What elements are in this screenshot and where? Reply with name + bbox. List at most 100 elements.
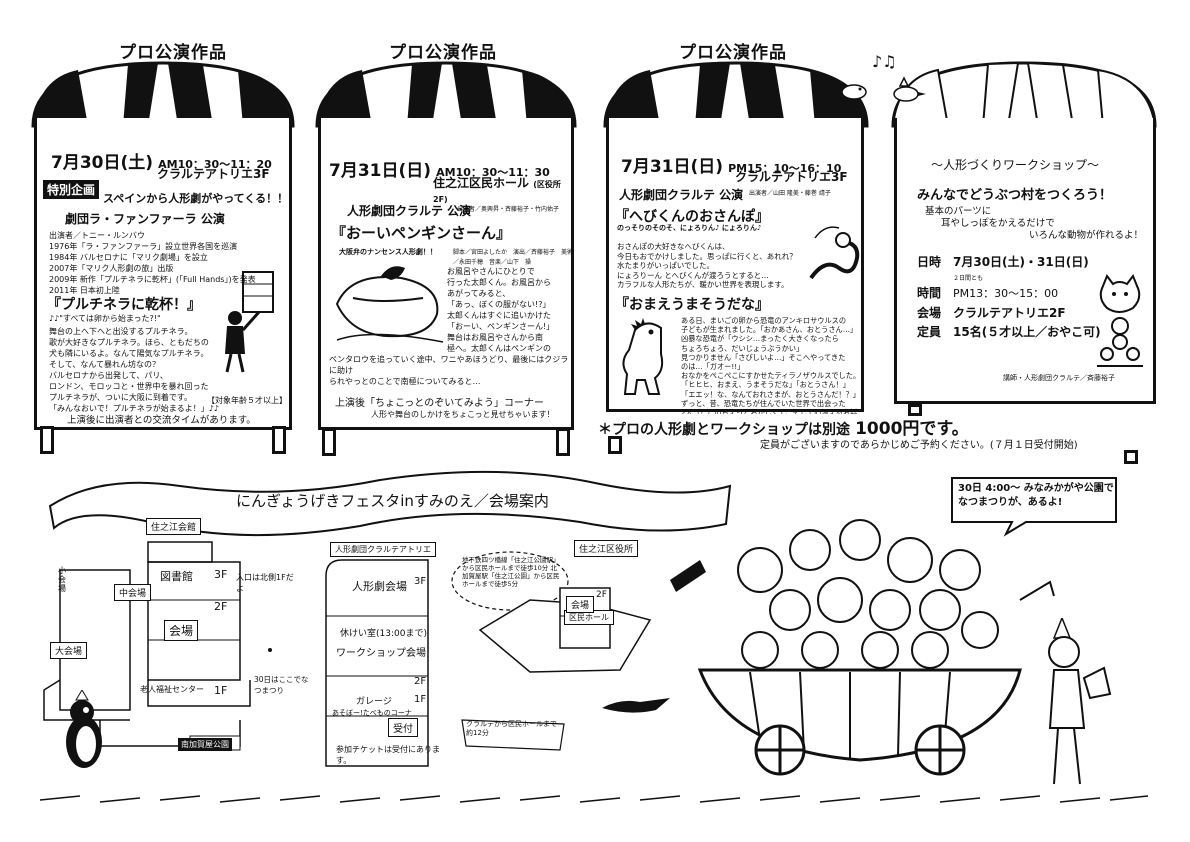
label-garage: ガレージ: [356, 697, 392, 707]
post: [272, 426, 286, 454]
bird-icon: [836, 84, 867, 100]
event-date: 7月31日(日): [621, 157, 724, 177]
credits: 脚本／宮田よしたか 演出／斉藤裕子 美術／永田千穂 音楽／山下 操: [453, 249, 574, 266]
synopsis-line: 「おーい、ペンギンさーん!」: [447, 322, 555, 331]
synopsis: お風呂やさんにひとりで 行った太郎くん。お風呂から あがってみると、 「あっ、ぼ…: [329, 266, 573, 387]
section-title-1: プロ公演作品: [119, 43, 227, 63]
label-hall: 会場: [164, 620, 199, 641]
tagline: スペインから人形劇がやってくる！！: [103, 192, 289, 205]
clarte-atelier-map: [325, 559, 429, 767]
history-line: 2007年「マリク人形劇の旅」出版: [49, 264, 174, 273]
post: [908, 404, 922, 416]
info-value: 7月30日(土)・31日(日): [953, 255, 1089, 269]
company-name: 人形劇団クラルテ 公演: [619, 188, 744, 202]
show-text-1: おさんぽの大好きなへびくんは、 今日もおでかけしました。思っぱに行くと、あれれ？…: [617, 242, 807, 290]
info-value: 15名(５才以上／おやこ可): [953, 325, 1101, 339]
music-note-icon: ♪♫: [872, 52, 897, 71]
label-mid-park: 30日はここでなつまつり: [254, 675, 309, 695]
crocodile-icon: [602, 698, 670, 713]
label-2f-c: 2F: [596, 590, 607, 600]
workshop-title: みんなでどうぶつ村をつくろう！: [917, 188, 1113, 203]
synopsis-line: 舞台はお風呂やさんから南: [447, 333, 543, 342]
label-3f: 3F: [214, 568, 228, 581]
show-caption: 大阪弁のナンセンス人形劇！！: [339, 248, 437, 256]
label-1f-b: 1F: [414, 694, 427, 705]
info-value: ２日間とも: [953, 275, 984, 282]
text-line: おなかをぺこぺこにすかせたティラノザウルスでした。: [681, 371, 861, 381]
reserve-note: 定員がございますのであらかじめご予約ください。(７月１日受付開始): [760, 440, 1078, 451]
text-line: にょろりーん とへびくんが渡ろうとすると…: [617, 270, 769, 280]
show-title: 『おーいペンギンさーん』: [331, 224, 512, 242]
bird-icon: [893, 76, 926, 102]
synopsis-line: あがってみると、: [447, 289, 511, 298]
label-kaikan: 住之江会館: [146, 518, 202, 535]
history-line: 2009年 新作「プルチネラに乾杯」(「Full Hands」)を発表: [49, 275, 256, 284]
synopsis-line: ペンタロウを追っていく途中、ワニやあほうどり、最後にはクジラに助け: [329, 355, 569, 375]
post: [1124, 450, 1138, 464]
venue-name: 住之江区民ホール: [433, 176, 530, 190]
post: [322, 428, 336, 456]
label-library: 図書館: [160, 570, 193, 583]
venue-sub: (区役所 2F): [433, 180, 561, 204]
post: [40, 426, 54, 454]
parade-cart-illustration: [670, 519, 1055, 776]
workshop-heading: 〜人形づくりワークショップ〜: [931, 158, 1100, 172]
label-1f: 1F: [214, 684, 228, 697]
fee-label: ＊プロの人形劇とワークショップは別途: [598, 422, 850, 438]
puppeteer-illustration: [225, 271, 274, 373]
synopsis-line: 行った太郎くん。お風呂から: [447, 278, 551, 287]
info-label: 時間: [917, 286, 942, 300]
label-kuyakusho: 住之江区役所: [574, 540, 639, 557]
cat-puppet-illustration: [1097, 274, 1143, 367]
label-access: 地下鉄四ツ橋線「住之江公園駅」から区民ホールまで徒歩10分 北加賀屋駅「住之江公…: [462, 556, 560, 588]
history-list: 出演者／トニー・ルンバウ 1976年「ラ・ファンファーラ」設立世界各国を巡演 1…: [49, 230, 289, 296]
canopy-1-icon: [31, 61, 295, 128]
label-ko: 小会場: [58, 566, 66, 593]
show-catch: のっそりのそのそ、にょろりん♪ にょろりん♪: [617, 224, 762, 232]
synopsis-line: プルチネラが、ついに大阪に到着です。: [49, 393, 193, 402]
synopsis-line: 極へ。太郎くんはペンギンの: [447, 344, 551, 353]
info-label: 定員: [917, 325, 942, 339]
dinosaur-illustration: [622, 318, 664, 395]
synopsis-line: 歌が大好きなプルチネラ。ほら、ともだちの: [49, 338, 209, 347]
synopsis-line: 犬も隣にいるよ。なんて陽気なプルチネラ。: [49, 349, 209, 358]
special-tag: 特別企画: [43, 180, 100, 199]
fee-note: ＊プロの人形劇とワークショップは別途 1000円です。: [598, 414, 1158, 439]
event-venue: 住之江区民ホール (区役所 2F): [433, 174, 571, 205]
show-title-2: 『おまえうまそうだな』: [615, 297, 769, 313]
penguin-icon: [66, 690, 102, 768]
access-oval-icon: [451, 551, 569, 611]
info-value: PM13：30〜15：00: [953, 287, 1059, 300]
info-value: クラルテアトリエ2F: [953, 306, 1066, 320]
label-elder: 老人福祉センター: [140, 685, 204, 694]
label-reception: 受付: [388, 718, 418, 737]
text-line: 子どもが生まれました。「おかあさん、おとうさん…」: [681, 325, 858, 335]
cast: 出演者／奥興昇・斉藤裕子・竹内佑子: [457, 206, 560, 213]
synopsis-line: ロンドン、モロッコと・世界中を暴れ回った: [49, 382, 209, 391]
ground-decoration-icon: [40, 795, 1149, 803]
post: [608, 436, 622, 454]
map-banner-icon: [48, 470, 732, 537]
walk-note-icon: [461, 719, 565, 751]
history-line: 出演者／トニー・ルンバウ: [49, 231, 145, 240]
label-hall3: 会場: [566, 596, 595, 613]
text-line: ある日、まいごの卵から恐竜のアンキロサウルスの: [681, 316, 847, 325]
history-line: 1984年 バルセロナに「マリク劇場」を設立: [49, 253, 208, 262]
synopsis-line: られやっとのことで南極についてみると…: [329, 377, 481, 386]
info-label: 会場: [917, 306, 942, 320]
text-line: 凶暴な恐竜が「ウシシ…まったく大きくなったら: [681, 334, 839, 344]
event-time: AM10：30〜11：30: [436, 166, 550, 179]
text-line: おさんぽの大好きなへびくんは、: [617, 242, 730, 251]
canopy-3-icon: [603, 61, 869, 128]
desc-line: 耳やしっぽをかえるだけで: [941, 218, 1055, 229]
company-name: 劇団ラ・ファンファーラ 公演: [65, 212, 225, 226]
show-text-2: ある日、まいごの卵から恐竜のアンキロサウルスの 子どもが生まれました。「おかあさ…: [681, 316, 863, 426]
after-sub: 人形や舞台のしかけをちょこっと見せちゃいます！: [371, 410, 555, 419]
text-line: 水たまりがいっぱいでした。: [617, 261, 715, 270]
synopsis-line: 舞台の上へ下へと出没するプルチネラ。: [49, 327, 193, 336]
festival-note: 30日 4:00〜 みなみかがや公園で なつまつりが、あるよ!: [958, 483, 1114, 508]
card-pro-3: 7月31日(日) PM15：10〜16：10 クラルテアトリエ3F 人形劇団クラ…: [606, 118, 864, 426]
speech-bubble-icon: [951, 477, 1117, 537]
label-ws: ワークショップ会場: [336, 648, 426, 659]
